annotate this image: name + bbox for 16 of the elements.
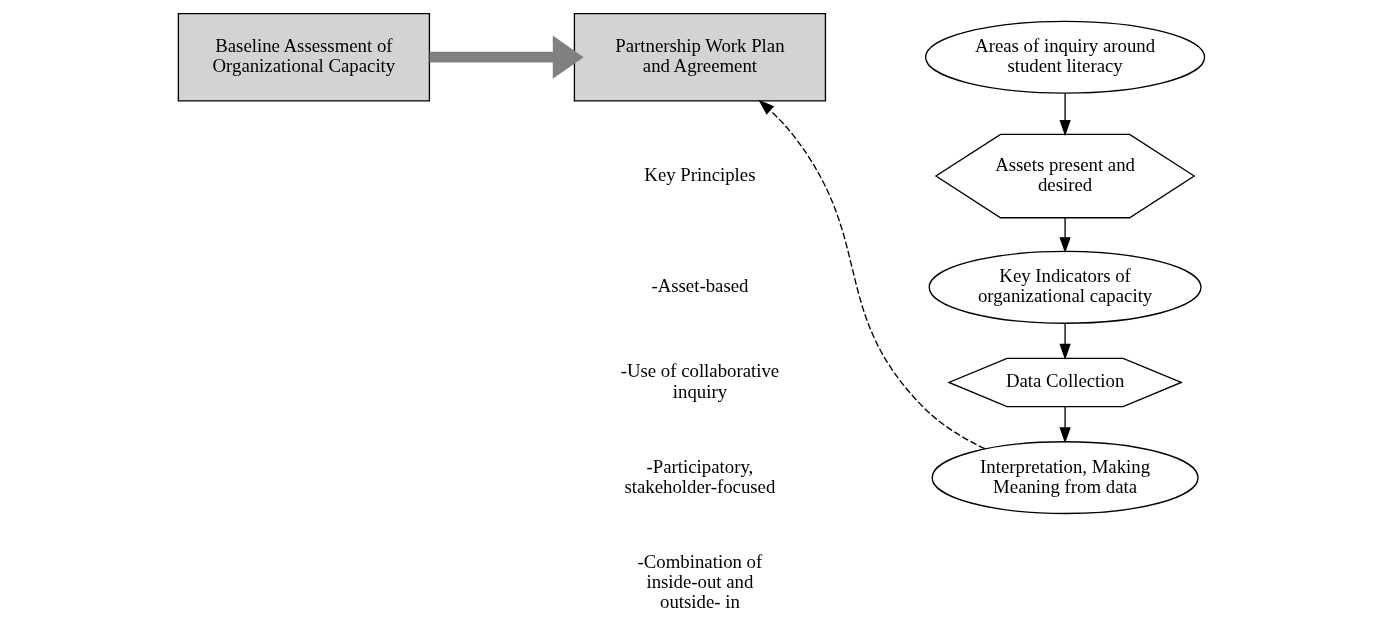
label: Key Principles <box>643 164 755 186</box>
node-ellipse: Key Indicators of organizational capacity <box>928 250 1202 324</box>
label: -Asset-based <box>650 275 748 297</box>
node-ellipse: Areas of inquiry around student literacy <box>924 20 1205 94</box>
arrow <box>1058 217 1071 254</box>
label: -Combination of inside-out and outside- in <box>637 550 762 612</box>
label: -Use of collaborative inquiry <box>620 360 779 402</box>
node-ellipse: Interpretation, Making Meaning from data <box>931 441 1199 515</box>
arrow <box>757 99 985 450</box>
arrow <box>1058 406 1071 444</box>
arrow <box>429 35 584 79</box>
arrow <box>1058 92 1071 137</box>
arrow <box>1058 322 1071 360</box>
label: -Participatory, stakeholder-focused <box>624 455 775 497</box>
node-box: Partnership Work Plan and Agreement <box>573 12 826 102</box>
node-box: Baseline Assessment of Organizational Capacity <box>177 12 430 102</box>
